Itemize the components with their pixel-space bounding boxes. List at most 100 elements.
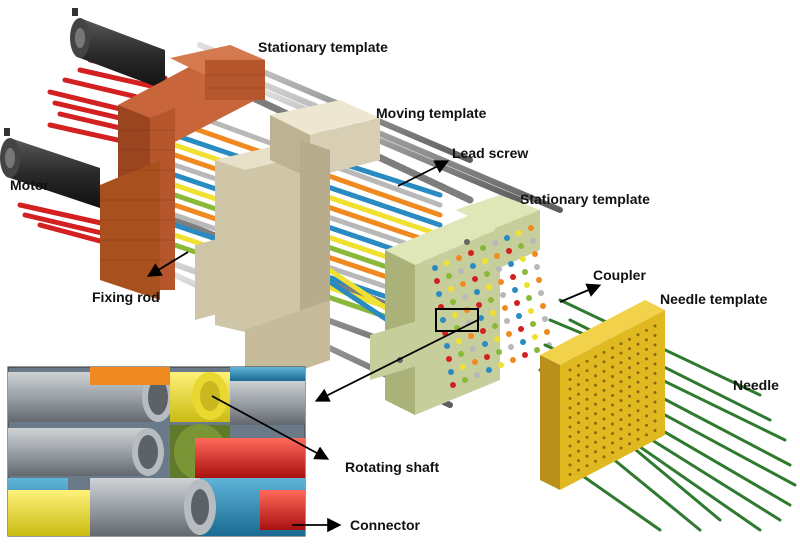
needle-hole (653, 372, 657, 375)
needle-hole (585, 445, 589, 449)
needle-hole (619, 370, 623, 374)
coupler-dot (512, 287, 518, 293)
needle-hole (645, 376, 648, 380)
needle-hole (645, 433, 648, 437)
coupler-dot (532, 251, 538, 257)
coupler-dot (462, 294, 468, 300)
needle-hole (568, 444, 572, 448)
coupler-dot (530, 321, 536, 327)
needle-hole (568, 463, 572, 467)
needle-hole (577, 440, 580, 444)
needle-hole (594, 355, 597, 359)
needle-hole (628, 347, 631, 351)
coupler-dot (460, 364, 466, 370)
coupler-dot (434, 278, 440, 284)
coupler-matrix (432, 225, 552, 388)
needle-hole (645, 357, 648, 361)
needle-hole (568, 425, 572, 429)
needle-hole (577, 383, 580, 387)
coupler-dot (490, 310, 496, 316)
needle-hole (602, 407, 606, 411)
coupler-dot (536, 277, 542, 283)
coupler-dot (478, 315, 484, 321)
coupler-dot (522, 269, 528, 275)
needle-hole (628, 442, 631, 446)
coupler-dot (460, 281, 466, 287)
needle-hole (645, 395, 648, 399)
needle-hole (611, 403, 614, 407)
needle-hole (628, 404, 631, 408)
needle-hole (645, 414, 648, 418)
needle-hole (619, 408, 623, 412)
label-moving-template: Moving template (376, 105, 487, 121)
needle-hole (594, 459, 597, 463)
needle-hole (585, 454, 589, 458)
coupler-dot (496, 266, 502, 272)
needle-hole (594, 402, 597, 406)
needle-hole (577, 411, 580, 415)
coupler-dot (504, 318, 510, 324)
needle-hole (594, 421, 597, 425)
needle-hole (611, 384, 614, 388)
coupler-dot (518, 243, 524, 249)
needle-hole (577, 373, 580, 377)
needle-hole (602, 398, 606, 402)
needle-hole (636, 352, 640, 356)
needle-hole (585, 388, 589, 392)
needle-hole (653, 400, 657, 404)
label-needle-template: Needle template (660, 291, 768, 307)
coupler-dot (510, 357, 516, 363)
coupler-dot (450, 382, 456, 388)
coupler-dot (444, 343, 450, 349)
coupler-dot (484, 354, 490, 360)
needle-hole (594, 374, 597, 378)
needle-hole (568, 473, 572, 476)
coupler-dot (474, 289, 480, 295)
coupler-dot (498, 362, 504, 368)
coupler-dot (486, 284, 492, 290)
needle-hole (628, 413, 631, 417)
needle-hole (594, 412, 597, 416)
needle-hole (585, 464, 589, 468)
moving-template (195, 100, 380, 390)
coupler-dot (458, 268, 464, 274)
coupler-dot (508, 344, 514, 350)
needle-hole (653, 419, 657, 423)
needle-hole (602, 436, 606, 440)
needle-hole (611, 422, 614, 426)
needle-hole (611, 432, 614, 435)
needle-hole (602, 360, 606, 364)
needle-hole (602, 388, 606, 392)
needle-hole (611, 441, 614, 445)
needle-hole (568, 387, 572, 391)
needle-hole (619, 380, 623, 384)
needle-hole (636, 437, 640, 441)
coupler-dot (446, 273, 452, 279)
needle-hole (628, 337, 631, 341)
needle-hole (619, 389, 623, 393)
needle-hole (577, 421, 580, 425)
needle-hole (602, 369, 606, 373)
coupler-dot (444, 260, 450, 266)
needle-hole (602, 426, 606, 430)
coupler-dot (468, 250, 474, 256)
needle-hole (619, 351, 623, 355)
needle-hole (628, 375, 631, 379)
needle-hole (577, 468, 580, 472)
needle-hole (653, 362, 657, 366)
coupler-dot (524, 282, 530, 288)
coupler-dot (492, 323, 498, 329)
needle-hole (636, 399, 640, 403)
needle-hole (577, 364, 580, 368)
needle-hole (628, 423, 631, 427)
needle-hole (653, 334, 657, 337)
coupler-dot (516, 313, 522, 319)
coupler-dot (520, 256, 526, 262)
motor-bottom (0, 128, 100, 208)
coupler-dot (540, 303, 546, 309)
needle-hole (636, 342, 640, 346)
needle-hole (602, 417, 606, 421)
coupler-dot (494, 253, 500, 259)
coupler-dot (456, 255, 462, 261)
needle-hole (653, 353, 657, 356)
